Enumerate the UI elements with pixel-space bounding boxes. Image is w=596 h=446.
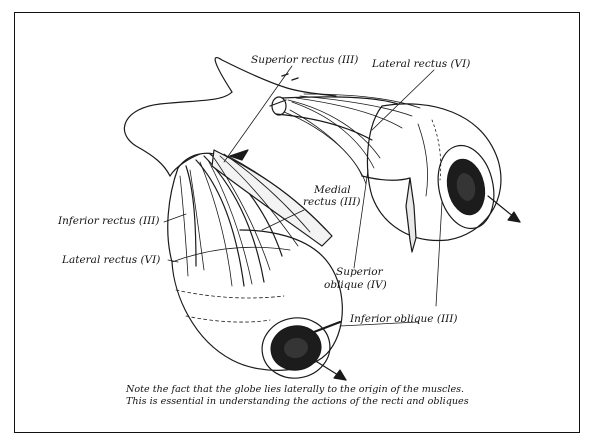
label-medial-rectus-line1: Medial <box>314 184 351 196</box>
leader-superior-oblique <box>354 170 368 268</box>
label-lateral-rectus-left: Lateral rectus (VI) <box>62 254 160 266</box>
label-inferior-oblique: Inferior oblique (III) <box>350 313 458 325</box>
label-lateral-rectus-right: Lateral rectus (VI) <box>372 58 470 70</box>
right-eyeball <box>367 104 501 241</box>
label-inferior-rectus: Inferior rectus (III) <box>58 215 160 227</box>
caption-line-1: Note the fact that the globe lies latera… <box>126 384 464 396</box>
label-medial-rectus-line2: rectus (III) <box>303 196 360 208</box>
label-superior-oblique-line2: oblique (IV) <box>324 279 387 291</box>
label-superior-oblique-line1: Superior <box>336 266 383 278</box>
label-superior-rectus: Superior rectus (III) <box>251 54 358 66</box>
leader-inferior-rectus <box>164 214 186 222</box>
caption-line-2: This is essential in understanding the a… <box>126 396 469 408</box>
